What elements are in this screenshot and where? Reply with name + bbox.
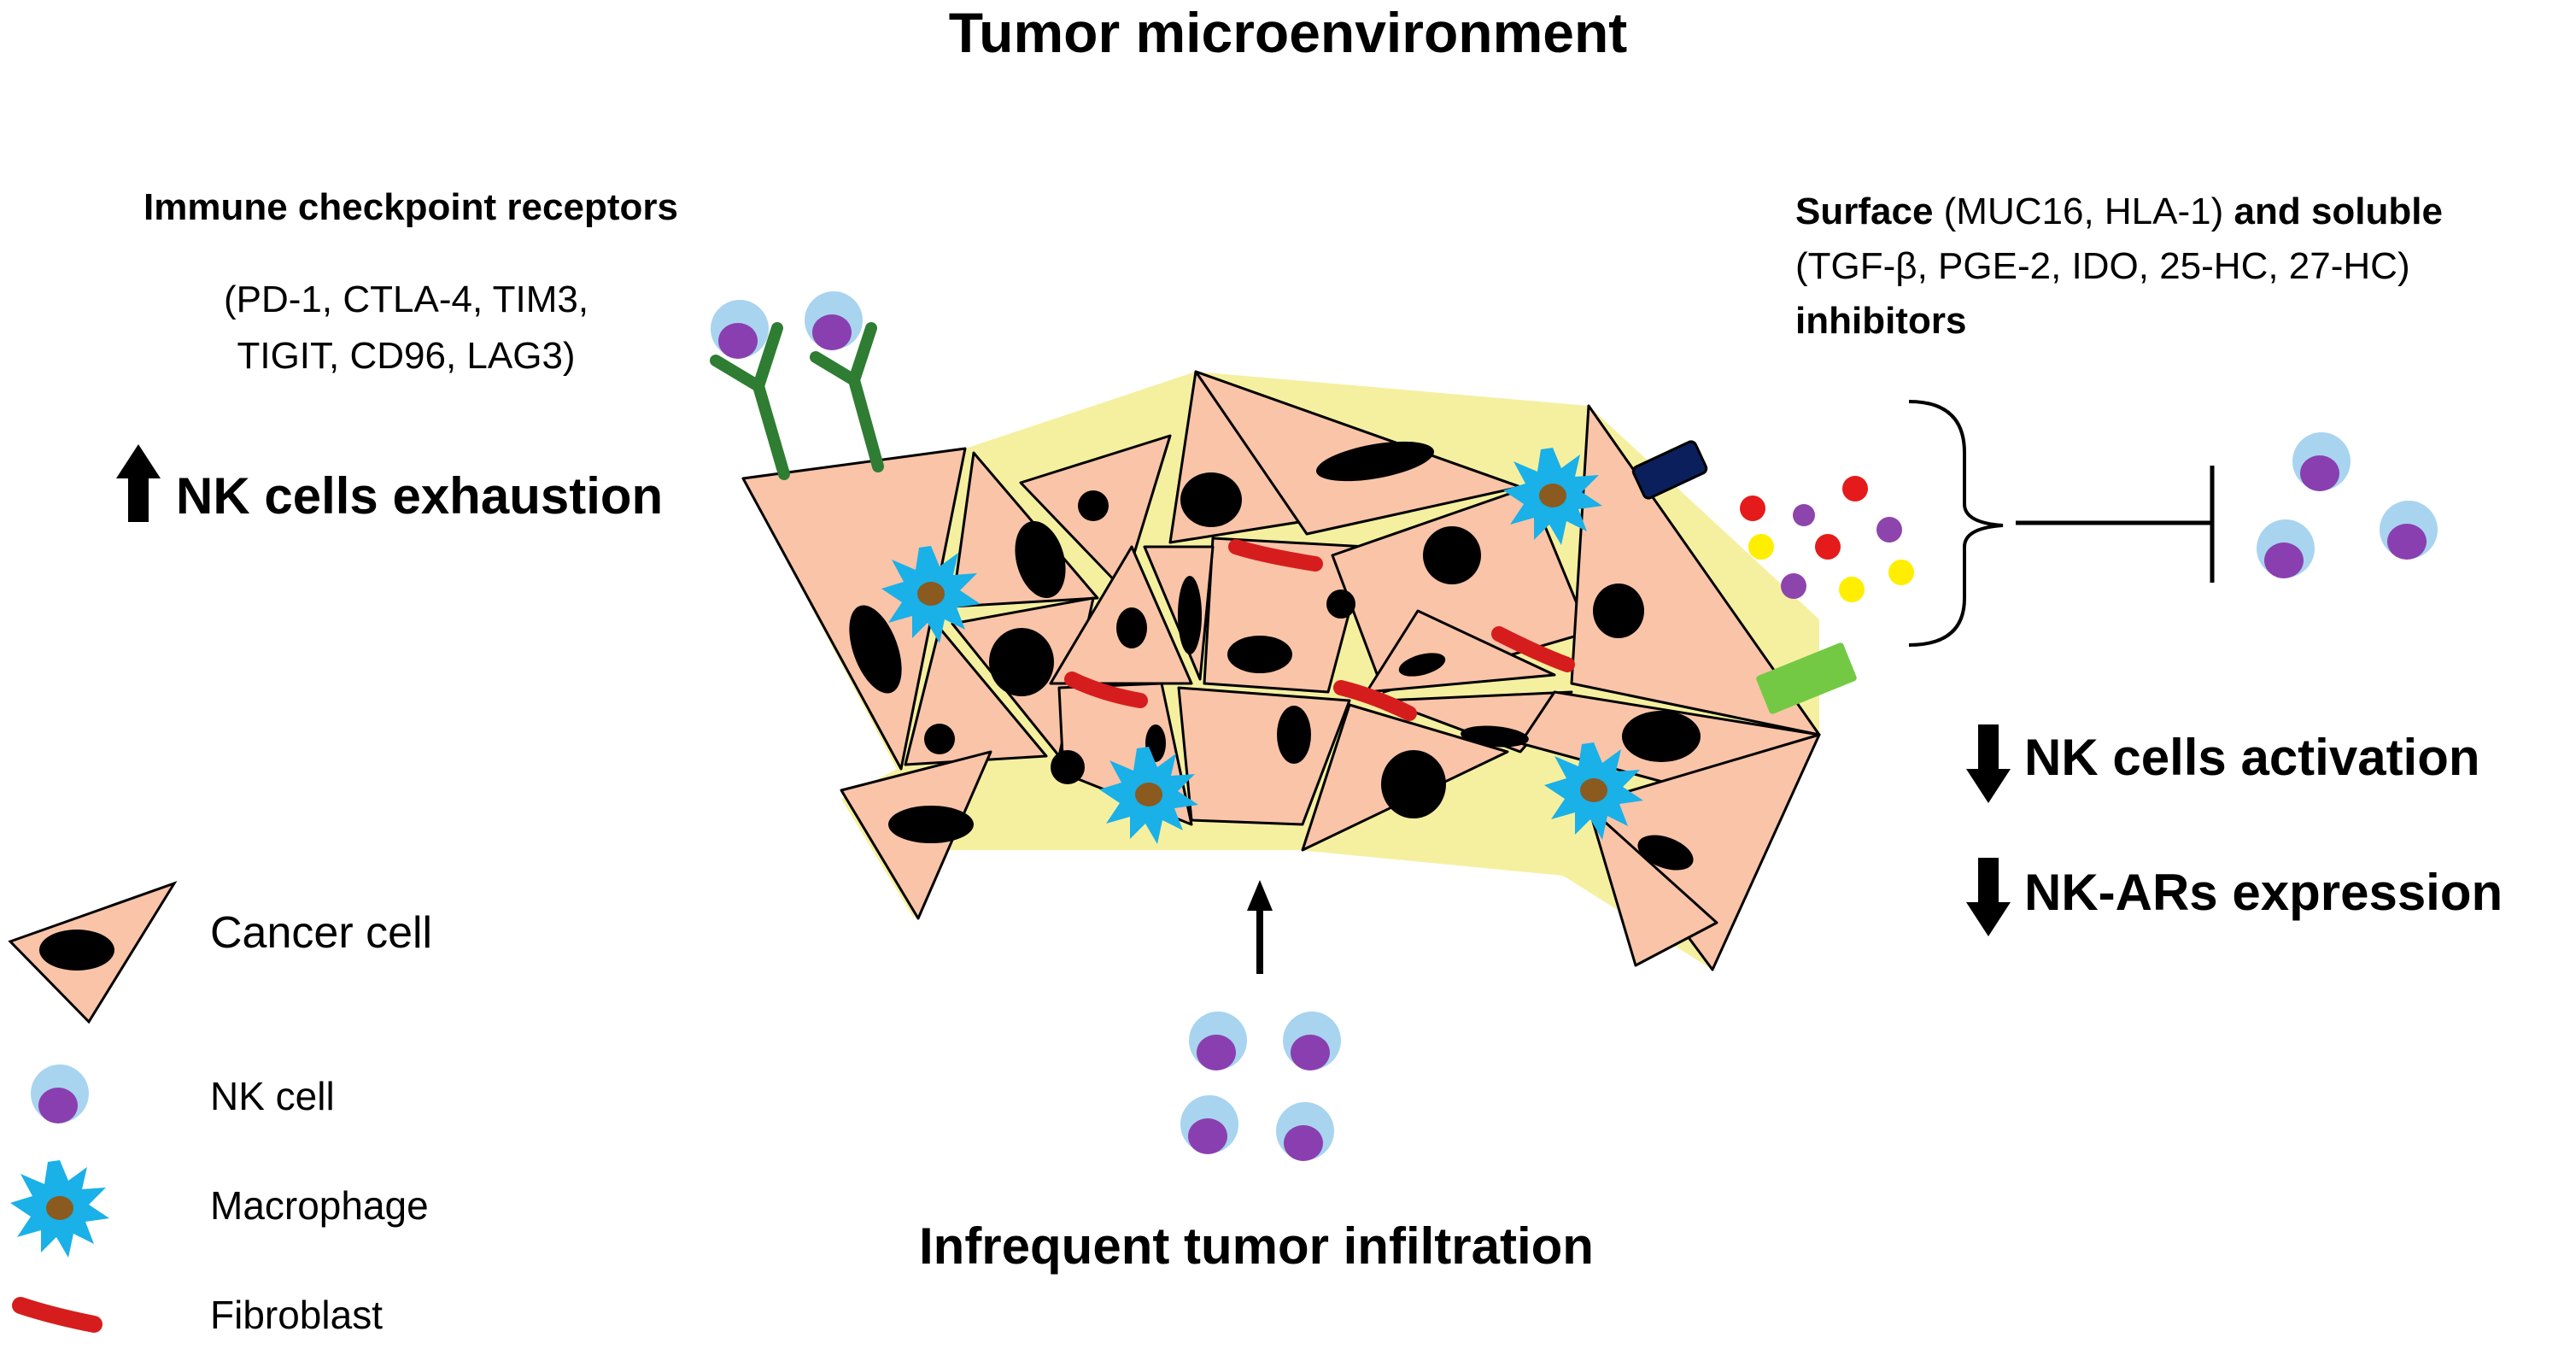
checkpoint-list: (PD-1, CTLA-4, TIM3, TIGIT, CD96, LAG3)	[224, 272, 588, 384]
activation-label: NK cells activation	[2024, 729, 2480, 786]
checkpoint-line-1: (PD-1, CTLA-4, TIM3,	[224, 279, 589, 320]
page-title: Tumor microenvironment	[948, 1, 1628, 64]
and-soluble-word: and soluble	[2234, 191, 2443, 232]
cancer-nuclei	[849, 441, 1701, 871]
nk-cell	[1180, 1095, 1238, 1154]
cancer-cell	[1570, 404, 1821, 736]
surface-inhibitor-green	[1756, 642, 1857, 714]
surface-inhibitor-dark	[1631, 440, 1708, 500]
legend-fibroblast-icon	[12, 1297, 102, 1333]
ar-expression-label: NK-ARs expression	[2024, 864, 2503, 921]
nk-cell-bound	[711, 300, 769, 359]
nk-cell	[2257, 519, 2315, 578]
legend-cancer-label: Cancer cell	[210, 908, 433, 958]
infiltration-label: Infrequent tumor infiltration	[919, 1217, 1594, 1275]
legend-cancer-icon	[8, 881, 178, 1024]
nk-cell	[2292, 432, 2351, 491]
inhibitors-label: Surface (MUC16, HLA-1) and soluble (TGF-…	[1795, 185, 2443, 349]
bracket-icon	[1908, 400, 2004, 647]
nk-cell	[1283, 1012, 1341, 1070]
checkpoint-heading: Immune checkpoint receptors	[143, 186, 678, 228]
soluble-inhibitors	[1740, 476, 1914, 602]
nk-cell-bound	[805, 291, 863, 350]
fibroblasts	[1064, 539, 1575, 721]
arrow-up-icon	[1247, 880, 1273, 974]
checkpoint-line-2: TIGIT, CD96, LAG3)	[237, 335, 576, 377]
fibroblast	[1228, 539, 1323, 572]
legend-macrophage-label: Macrophage	[210, 1183, 429, 1228]
fibroblast	[1491, 626, 1575, 672]
fibroblast	[1064, 672, 1148, 708]
checkpoint-receptors	[710, 322, 884, 480]
surface-word: Surface	[1795, 191, 1934, 232]
inhibition-icon	[2016, 466, 2215, 583]
inhibitors-word: inhibitors	[1795, 300, 1967, 342]
nk-cell	[2380, 501, 2438, 560]
cancer-cell	[1587, 806, 1718, 967]
nk-cell	[1276, 1102, 1334, 1161]
arrow-down-icon	[1966, 858, 2011, 936]
surface-items: (MUC16, HLA-1)	[1933, 191, 2234, 232]
arrow-down-icon	[1966, 724, 2011, 803]
soluble-items: (TGF-β, PGE-2, IDO, 25-HC, 27-HC)	[1795, 245, 2410, 287]
exhaustion-label: NK cells exhaustion	[176, 467, 664, 525]
legend-fibroblast-label: Fibroblast	[210, 1293, 383, 1337]
legend-nk-label: NK cell	[210, 1074, 335, 1118]
legend-nk-icon	[31, 1065, 89, 1123]
legend-macrophage-icon	[10, 1160, 109, 1258]
arrow-up-icon	[116, 444, 161, 522]
fibroblast	[1333, 680, 1417, 721]
nk-cell	[1189, 1012, 1247, 1070]
